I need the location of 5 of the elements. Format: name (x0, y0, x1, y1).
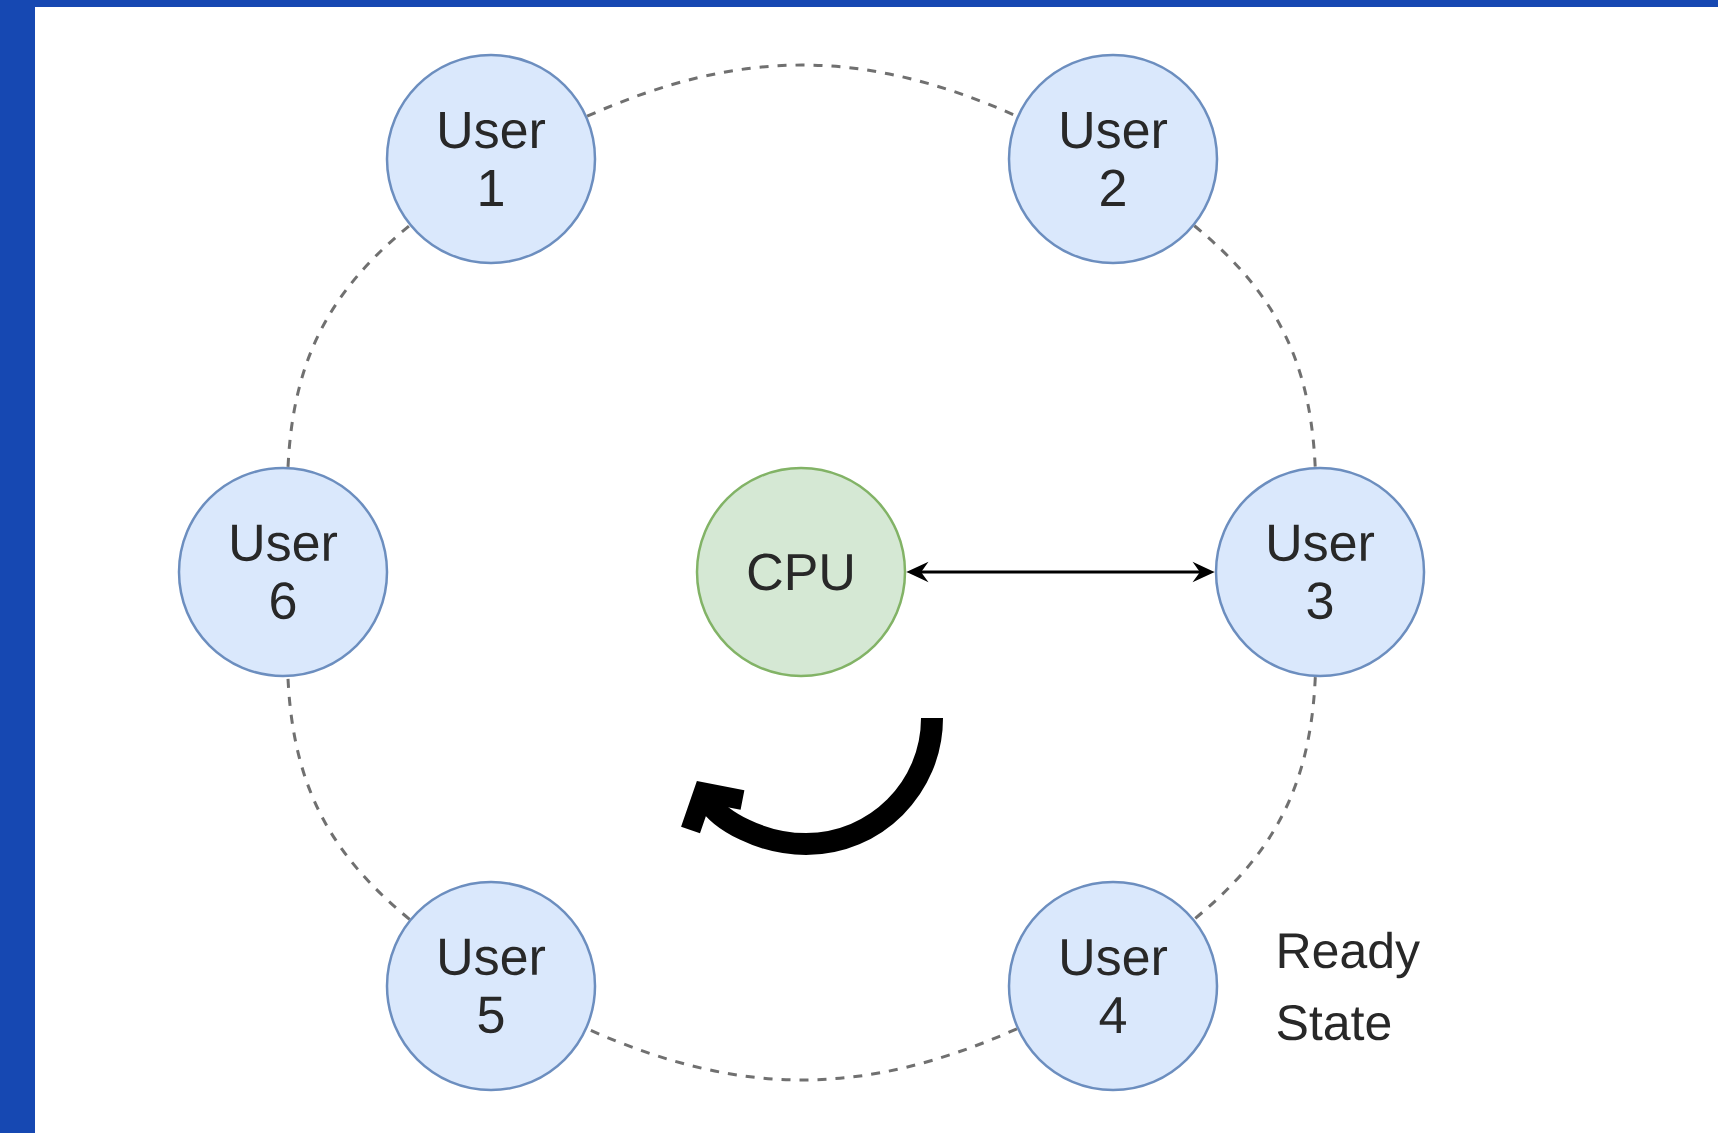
dashed-connector (286, 224, 411, 467)
dashed-connector (1193, 224, 1317, 467)
dashed-connector (1193, 677, 1317, 921)
dashed-connector (286, 677, 411, 921)
state-label: Ready State (1277, 931, 1420, 1041)
